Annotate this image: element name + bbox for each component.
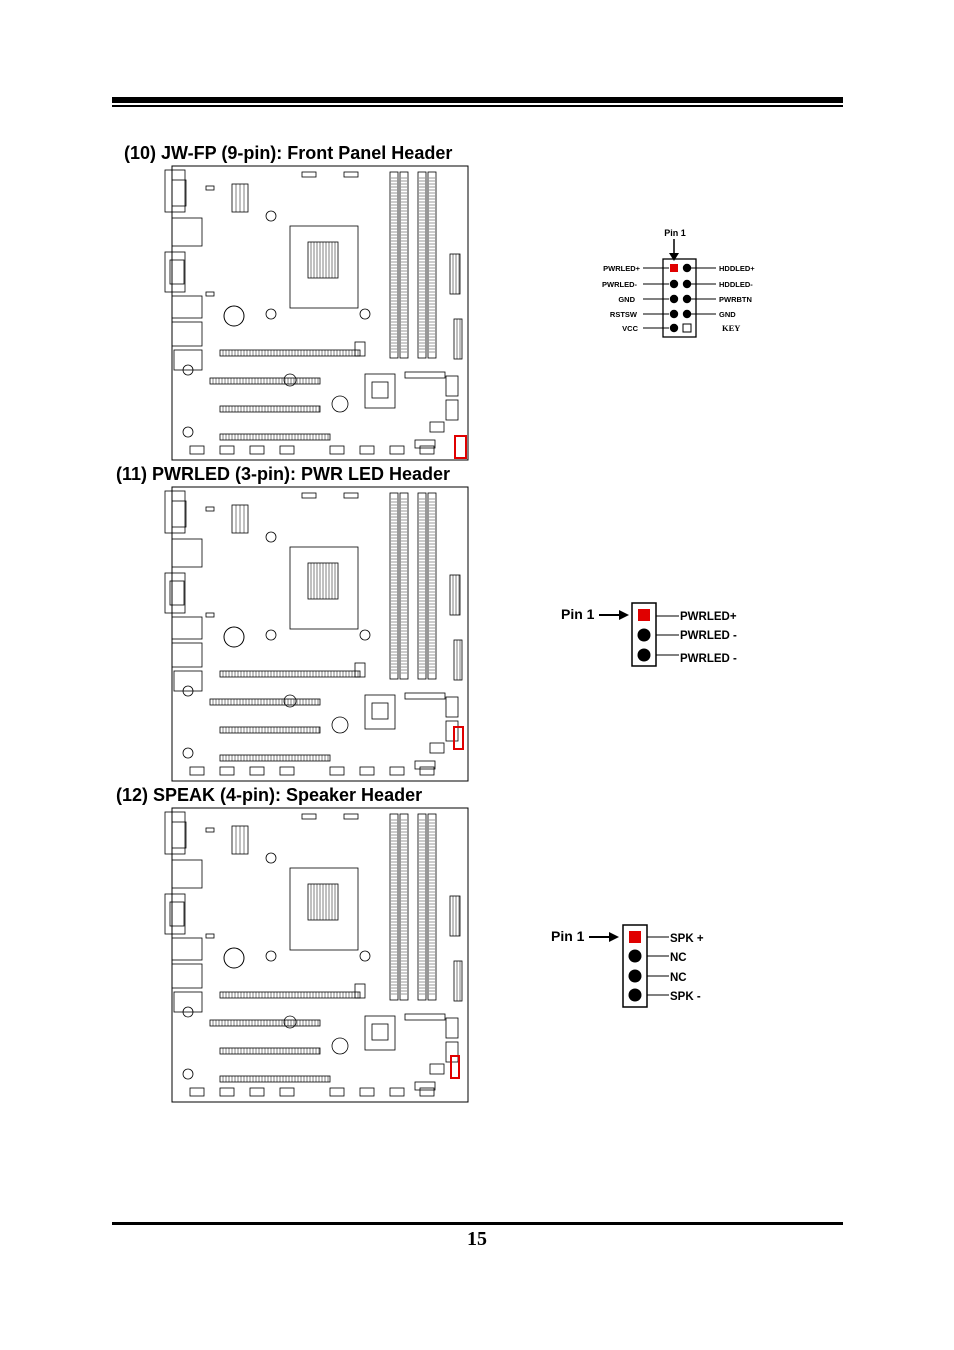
jw-fp-key-label: KEY [722,323,740,333]
bottom-rule [112,1222,843,1225]
jw-fp-label-l4: RSTSW [610,310,638,319]
pwrled-label-1: PWRLED+ [680,611,737,623]
jw-fp-label-r2: HDDLED- [719,280,753,289]
speak-pin-diagram: Pin 1 SPK + NC NC SPK - [551,924,704,1008]
speak-pin1 [629,931,641,943]
heading-pwrled: (11) PWRLED (3-pin): PWR LED Header [116,464,451,484]
jw-fp-label-l3: GND [618,295,635,304]
speak-pin1-label: Pin 1 [551,928,585,944]
top-rule-thin [112,105,843,107]
speak-header-outline [622,924,648,1008]
jw-fp-key-pin [682,323,692,333]
jw-fp-label-r3: PWRBTN [719,295,752,304]
motherboard-diagram-2 [164,486,469,782]
speak-label-4: SPK - [670,991,701,1003]
pwrled-pin1-label: Pin 1 [561,606,595,622]
speak-label-2: NC [670,952,687,964]
jw-fp-label-l1: PWRLED+ [603,264,640,273]
page-number: 15 [467,1228,487,1250]
jw-fp-label-l2: PWRLED- [602,280,637,289]
speak-label-1: SPK + [670,933,704,945]
jw-fp-header-outline [662,258,697,338]
jw-fp-pin1 [670,264,678,272]
pwrled-label-3: PWRLED - [680,653,737,665]
speak-label-3: NC [670,972,687,984]
jw-fp-pin-diagram: Pin 1 PWRLED+ PWRLED- GND RSTSW VCC HDDL… [602,228,755,338]
pwrled-label-2: PWRLED - [680,630,737,642]
heading-jw-fp: (10) JW-FP (9-pin): Front Panel Header [124,143,453,163]
pwrled-pin1 [638,609,650,621]
jw-fp-label-r4: GND [719,310,736,319]
motherboard-diagram-3 [164,807,469,1103]
jw-fp-label-r1: HDDLED+ [719,264,755,273]
pwrled-pin-diagram: Pin 1 PWRLED+ PWRLED - PWRLED - [561,602,737,667]
jw-fp-label-l5: VCC [622,324,638,333]
jw-fp-pin1-label: Pin 1 [664,228,686,238]
motherboard-diagram-1 [164,165,469,461]
top-rule [112,97,843,103]
heading-speak: (12) SPEAK (4-pin): Speaker Header [116,785,423,805]
